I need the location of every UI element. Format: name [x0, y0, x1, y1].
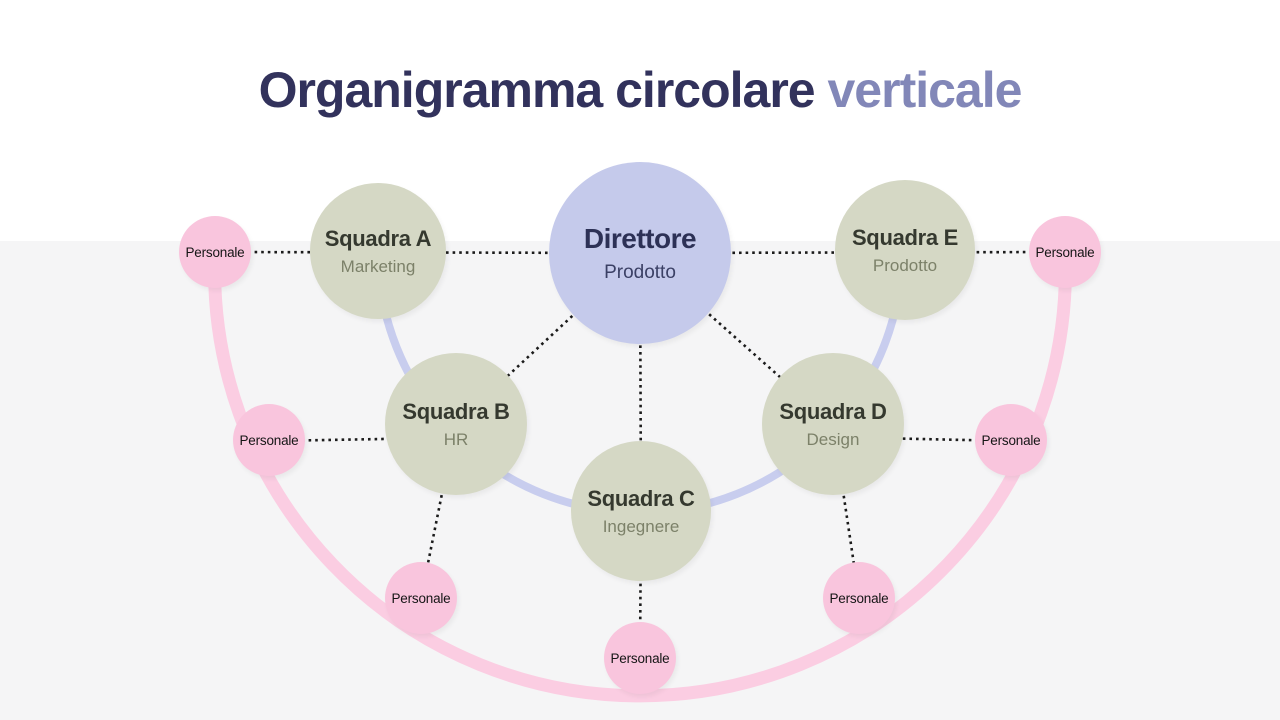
team-a-name: Squadra A — [324, 225, 432, 251]
team-d-role: Design — [806, 429, 860, 449]
team-a-role: Marketing — [340, 256, 416, 276]
node-staff-bottom-center: Personale — [604, 622, 676, 694]
node-team-c: Squadra C Ingegnere — [571, 441, 711, 581]
node-staff-bottom-left: Personale — [385, 562, 457, 634]
staff-label: Personale — [829, 590, 889, 606]
team-c-name: Squadra C — [587, 485, 695, 511]
node-team-e: Squadra E Prodotto — [835, 180, 975, 320]
staff-label: Personale — [239, 432, 299, 448]
title-main: Organigramma circolare — [258, 62, 816, 118]
team-d-name: Squadra D — [779, 398, 887, 424]
staff-label: Personale — [391, 590, 451, 606]
page-title: Organigramma circolare verticale — [0, 62, 1280, 120]
connector-teamC-staff-bottom — [638, 510, 643, 659]
node-staff-left: Personale — [179, 216, 251, 288]
staff-label: Personale — [610, 650, 670, 666]
node-staff-bottom-right: Personale — [823, 562, 895, 634]
node-staff-right: Personale — [1029, 216, 1101, 288]
staff-label: Personale — [185, 244, 245, 260]
team-e-role: Prodotto — [872, 255, 938, 275]
team-c-role: Ingegnere — [602, 516, 680, 536]
title-accent: verticale — [827, 62, 1023, 118]
node-team-a: Squadra A Marketing — [310, 183, 446, 319]
team-b-role: HR — [443, 429, 469, 449]
node-team-d: Squadra D Design — [762, 353, 904, 495]
node-director: Direttore Prodotto — [549, 162, 731, 344]
node-staff-mid-right: Personale — [975, 404, 1047, 476]
director-name: Direttore — [583, 222, 697, 254]
node-staff-mid-left: Personale — [233, 404, 305, 476]
team-b-name: Squadra B — [402, 398, 510, 424]
staff-label: Personale — [1035, 244, 1095, 260]
staff-label: Personale — [981, 432, 1041, 448]
node-team-b: Squadra B HR — [385, 353, 527, 495]
director-role: Prodotto — [604, 261, 676, 283]
team-e-name: Squadra E — [851, 224, 959, 250]
